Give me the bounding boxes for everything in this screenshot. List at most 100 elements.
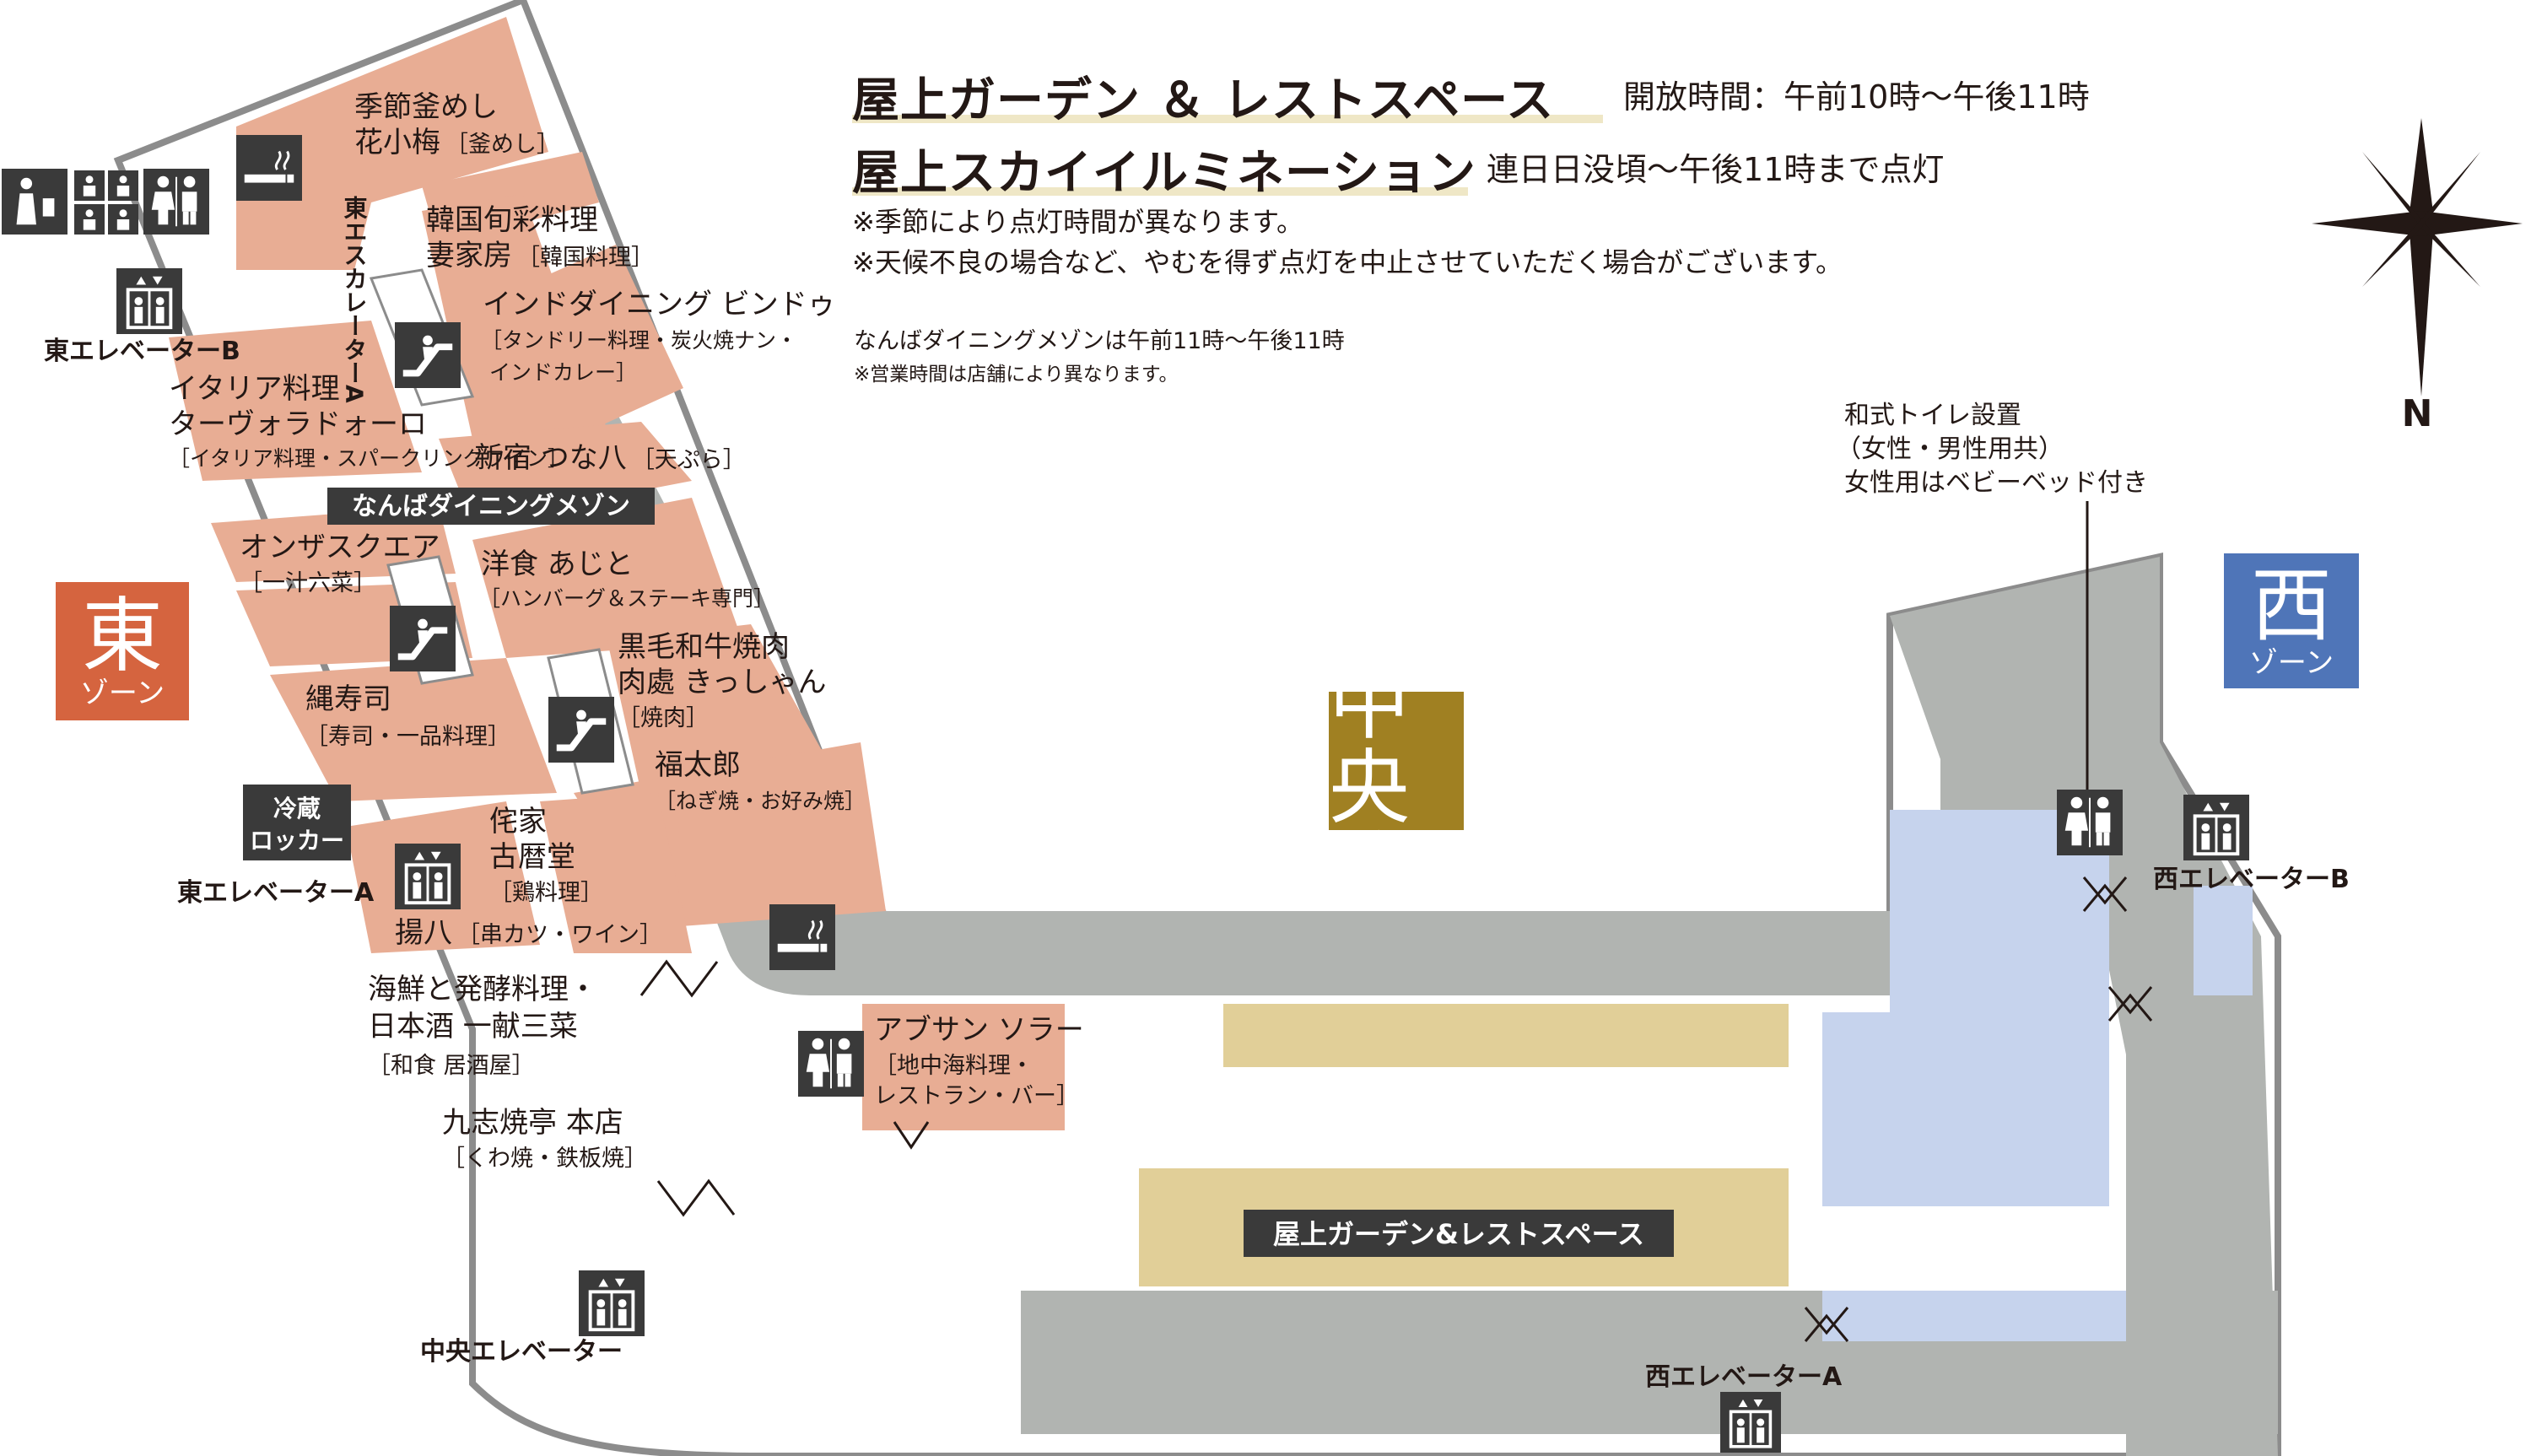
water-west (2194, 886, 2253, 995)
shop-name: 福太郎 (655, 748, 741, 782)
shop-genre: ［イタリア料理・スパークリングワイン］ (169, 446, 569, 471)
smoking-area-icon-center[interactable] (769, 904, 835, 970)
east-escalator-label: 東エスカレーターA (341, 196, 369, 403)
shop-genre: インドカレー］ (489, 360, 637, 385)
shop-genre: ［鶏料理］ (489, 880, 603, 906)
zone-east-sub: ゾーン (79, 677, 165, 710)
shop-genre: ［ねぎ焼・お好み焼］ (655, 789, 866, 813)
zone-center-sub: ゾーン (1353, 828, 1439, 862)
shop-name: 日本酒 一献三菜 (368, 1010, 578, 1043)
shop-name: 古暦堂 (489, 840, 575, 874)
escalator-icon-1[interactable] (395, 322, 461, 388)
accessible-toilet-icon[interactable] (74, 170, 105, 201)
zone-east-name: 東 (82, 589, 163, 683)
shop-genre: ［釜めし］ (445, 132, 559, 158)
shop-name: 妻家房 (426, 239, 512, 272)
baby-care-icon[interactable] (108, 170, 138, 201)
shop-name: ターヴォラドォーロ (169, 407, 427, 441)
zone-west: 西 ゾーン (2224, 553, 2359, 688)
dining-maison-banner (327, 488, 655, 525)
shop-name: 揚八 (395, 916, 452, 950)
header-underline-2 (852, 187, 1468, 196)
illumination-title: 屋上スカイイルミネーション (852, 146, 1476, 201)
shop-name: 侘家 (489, 805, 547, 839)
shop-name: 新宿 つな八 (474, 441, 627, 475)
shop-labels: 季節釜めし 花小梅［釜めし］ 韓国旬彩料理 妻家房［韓国料理］ インドダイニング… (169, 90, 1084, 1172)
east-elevator-a-label: 東エレベーターA (177, 878, 375, 908)
illumination-note-1: ※季節により点灯時間が異なります。 (852, 206, 1303, 238)
shop-name: 洋食 あじと (481, 547, 634, 581)
shop-name: インドダイニング ビンドゥ (483, 288, 836, 321)
shop-name: 海鮮と発酵料理・ (368, 973, 597, 1006)
west-elevator-b-label: 西エレベーターB (2153, 865, 2350, 894)
elevator-icon-west-b[interactable] (2183, 795, 2249, 860)
shop-blocks (169, 17, 1065, 1130)
lawn-north (1223, 1004, 1789, 1067)
zone-west-sub: ゾーン (2248, 646, 2334, 680)
svg-text:花小梅［釜めし］: 花小梅［釜めし］ (354, 126, 559, 159)
shop-genre: ［和食 居酒屋］ (368, 1053, 535, 1079)
compass: N (2312, 118, 2523, 435)
zone-east: 東 ゾーン (56, 582, 189, 720)
elevator-icon-east-a[interactable] (395, 844, 461, 909)
corridor-west (1890, 557, 2278, 1456)
shop-name: 黒毛和牛焼肉 (618, 630, 790, 664)
shop-genre: ［タンドリー料理・炭火焼ナン・ (481, 328, 797, 353)
escalator-icon-3[interactable] (548, 697, 614, 763)
toilet-note-1: 和式トイレ設置 (1844, 401, 2021, 430)
header-underline-1 (852, 115, 1603, 123)
east-elevator-b-label: 東エレベーターB (44, 337, 240, 366)
west-elevator-a-label: 西エレベーターA (1645, 1362, 1843, 1392)
elderly-icon[interactable] (74, 204, 105, 235)
shop-name: 季節釜めし (354, 90, 498, 124)
elevator-icon-west-a[interactable] (1719, 1392, 1783, 1453)
shop-name: 縄寿司 (305, 682, 391, 716)
garden-rest-banner (1244, 1210, 1674, 1257)
zone-center-name: 中央 (1329, 656, 1410, 835)
corridor-east (523, 363, 1890, 995)
cold-locker-text-2: ロッカー (250, 827, 344, 855)
water-area (1822, 810, 2109, 1206)
garden-title: 屋上ガーデン ＆ レストスペース (852, 73, 1555, 128)
shop-name: オンザスクエア (240, 531, 440, 564)
shop-genre: ［地中海料理・ (874, 1053, 1033, 1079)
elevator-icon-east-b[interactable] (116, 268, 182, 334)
shop-genre: レストラン・バー］ (874, 1083, 1079, 1109)
dining-maison-banner-text: なんばダイニングメゾン (352, 492, 630, 521)
nursing-room-icon[interactable] (2, 169, 67, 235)
svg-text:妻家房［韓国料理］: 妻家房［韓国料理］ (426, 239, 654, 272)
elevator-icon-central[interactable] (579, 1270, 645, 1336)
central-elevator-label: 中央エレベーター (420, 1337, 623, 1367)
shop-name: イタリア料理 (169, 372, 340, 406)
ostomate-icon[interactable] (108, 204, 138, 235)
restroom-icon-west[interactable] (2057, 790, 2123, 855)
shop-genre: ［焼肉］ (618, 705, 709, 731)
water-strip (1822, 1291, 2126, 1341)
illumination-note-2: ※天候不良の場合など、やむを得ず点灯を中止させていただく場合がございます。 (852, 246, 1843, 278)
smoking-area-icon-east[interactable] (236, 135, 302, 201)
cold-locker-text-1: 冷蔵 (273, 795, 321, 822)
svg-text:新宿 つな八［天ぷら］: 新宿 つな八［天ぷら］ (474, 441, 746, 475)
facility-labels: 東エレベーターB 東エレベーターA 中央エレベーター 西エレベーターB 西エレベ… (44, 196, 2350, 1392)
shop-genre: ［寿司・一品料理］ (305, 724, 510, 750)
escalator-icon-2[interactable] (390, 606, 456, 671)
shop-name: 九志焼亭 本店 (442, 1106, 623, 1140)
dining-note: ※営業時間は店舗により異なります。 (854, 364, 1179, 386)
door-glyphs (639, 876, 2153, 1342)
shop-genre: ［一汁六菜］ (240, 570, 376, 596)
shop-genre: ［串カツ・ワイン］ (457, 922, 662, 948)
shop-genre: ［ハンバーグ＆ステーキ専門］ (479, 586, 774, 611)
illumination-hours: 連日日没頃～午後11時まで点灯 (1487, 151, 1945, 188)
shop-genre: ［天ぷら］ (632, 447, 746, 473)
restroom-icon-center[interactable] (798, 1031, 864, 1097)
svg-text:揚八［串カツ・ワイン］: 揚八［串カツ・ワイン］ (395, 916, 662, 950)
shop-name: 花小梅 (354, 126, 440, 159)
dining-hours: なんばダイニングメゾンは午前11時～午後11時 (854, 328, 1345, 354)
zone-center: 中央 ゾーン (1329, 661, 1464, 860)
shop-name: 韓国旬彩料理 (426, 203, 598, 237)
garden-rest-banner-text: 屋上ガーデン&レストスペース (1273, 1218, 1644, 1250)
cold-locker-banner[interactable] (243, 785, 351, 860)
shop-name: 肉處 きっしゃん (618, 666, 826, 699)
restroom-icon-east[interactable] (143, 169, 209, 235)
